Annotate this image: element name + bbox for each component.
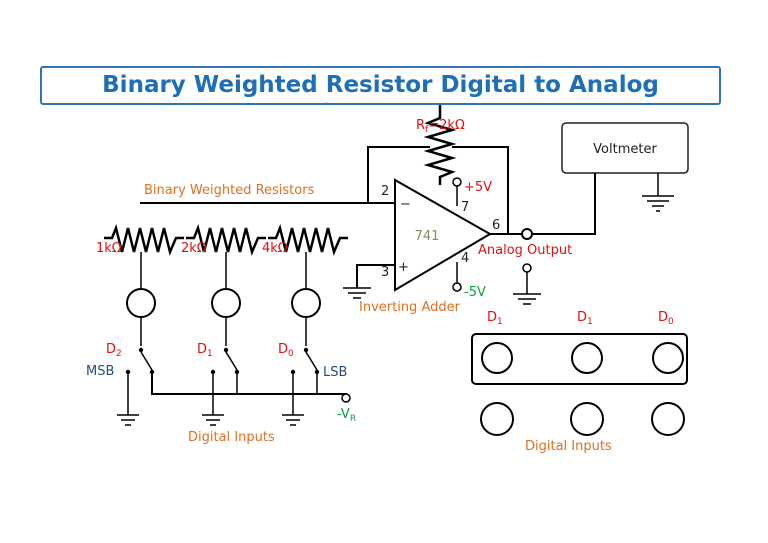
- pin-7-label: 7: [461, 200, 469, 215]
- output-ground-terminal[interactable]: [522, 263, 532, 273]
- switch-d1[interactable]: [210, 347, 240, 415]
- vr-label: -VR: [337, 407, 356, 424]
- minus5v-label: -5V: [464, 285, 486, 300]
- resistor-2k-label: 2kΩ: [181, 241, 207, 256]
- bit-d2-input[interactable]: [126, 252, 156, 346]
- pin-2-label: 2: [381, 184, 389, 199]
- bit-d1-input[interactable]: [211, 252, 241, 346]
- resistor-1k-label: 1kΩ: [96, 241, 122, 256]
- noninverting-input-wire: [356, 264, 395, 288]
- panel-button-right[interactable]: [651, 402, 685, 436]
- voltmeter-ground-icon: [642, 195, 674, 212]
- switch-d2-ground-icon: [117, 414, 139, 426]
- analog-output-label: Analog Output: [478, 243, 572, 258]
- opamp-label: 741: [415, 229, 440, 244]
- lsb-label: LSB: [323, 365, 347, 380]
- output-terminal[interactable]: [521, 228, 533, 240]
- minus5v-terminal[interactable]: [452, 282, 462, 292]
- panel-led-mid[interactable]: [571, 342, 603, 374]
- opamp-triangle: [394, 178, 492, 292]
- page-title: Binary Weighted Resistor Digital to Anal…: [102, 72, 659, 103]
- pin-6-label: 6: [492, 218, 500, 233]
- opamp-ground-icon: [343, 287, 371, 299]
- resistor-4k: [268, 223, 348, 256]
- output-wire: [533, 173, 596, 235]
- panel-button-mid[interactable]: [570, 402, 604, 436]
- inverting-sign: −: [400, 197, 411, 212]
- digital-inputs-left-label: Digital Inputs: [188, 430, 275, 445]
- d1-label: D1: [197, 342, 213, 359]
- d0-label: D0: [278, 342, 294, 359]
- output-ground-icon: [513, 293, 541, 305]
- pin-4-label: 4: [461, 251, 469, 266]
- switch-d2[interactable]: [125, 347, 155, 415]
- voltmeter-box[interactable]: [561, 122, 689, 174]
- plus5v-terminal[interactable]: [452, 177, 462, 187]
- inverting-adder-label: Inverting Adder: [359, 300, 461, 315]
- voltmeter-label: Voltmeter: [593, 142, 657, 157]
- noninverting-sign: +: [398, 260, 409, 275]
- panel-d-right-label: D0: [658, 310, 674, 327]
- switch-d1-ground-icon: [202, 414, 224, 426]
- resistor-2k: [186, 223, 266, 256]
- title-box: Binary Weighted Resistor Digital to Anal…: [40, 66, 721, 105]
- panel-led-left[interactable]: [481, 342, 513, 374]
- rf-label: Rf=2kΩ: [416, 118, 465, 135]
- bit-d0-input[interactable]: [291, 252, 321, 346]
- resistor-4k-label: 4kΩ: [262, 241, 288, 256]
- pin-3-label: 3: [381, 265, 389, 280]
- panel-d-mid-label: D1: [577, 310, 593, 327]
- panel-button-left[interactable]: [480, 402, 514, 436]
- panel-led-right[interactable]: [652, 342, 684, 374]
- msb-label: MSB: [86, 364, 114, 379]
- plus5v-label: +5V: [464, 180, 492, 195]
- feedback-wire-left: [367, 146, 430, 203]
- switch-d0-ground-icon: [282, 414, 304, 426]
- vr-terminal[interactable]: [341, 393, 351, 403]
- feedback-wire-right: [452, 146, 509, 234]
- binary-weighted-resistors-label: Binary Weighted Resistors: [144, 183, 315, 198]
- feedback-resistor: [423, 105, 457, 185]
- resistor-1k: [104, 223, 184, 256]
- digital-inputs-right-label: Digital Inputs: [525, 439, 612, 454]
- switch-d0[interactable]: [290, 347, 320, 415]
- d2-label: D2: [106, 342, 122, 359]
- panel-d-left-label: D1: [487, 310, 503, 327]
